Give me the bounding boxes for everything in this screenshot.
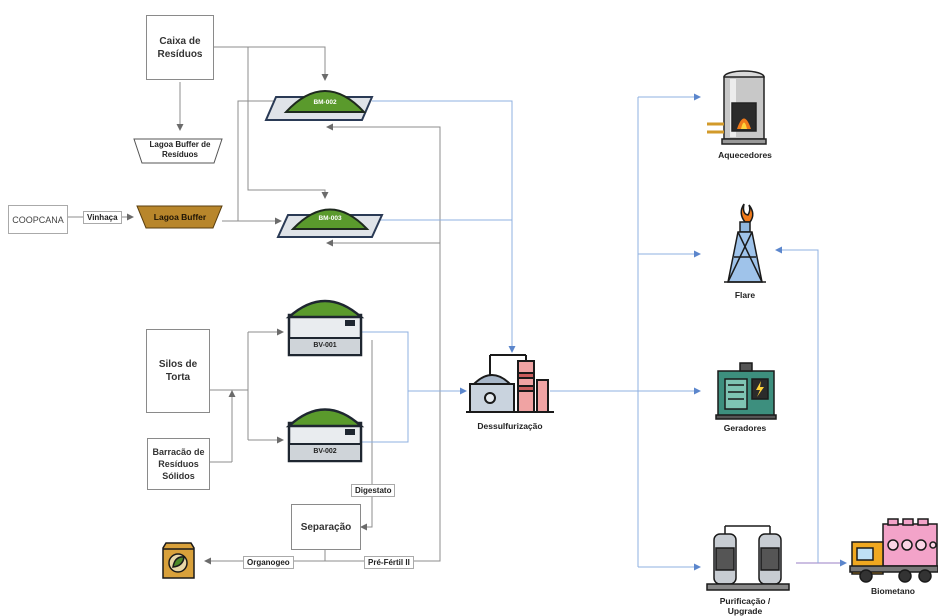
barracao-residuos-solidos-box: Barracão de Resíduos Sólidos: [147, 438, 210, 490]
flare-label: Flare: [734, 290, 756, 300]
lagoa-buffer-shape: [136, 205, 223, 229]
bm-003-label: BM-003: [318, 215, 342, 222]
bv-002-digester-icon: [285, 408, 365, 463]
separacao-box: Separação: [291, 504, 361, 550]
organogeo-sack-icon: [162, 542, 195, 579]
lagoa-buffer-label: Lagoa Buffer: [153, 212, 207, 222]
bv-001-digester-icon: [285, 299, 365, 357]
lagoa-buffer-residuos-shape: [133, 138, 223, 164]
caixa-de-residuos-box: Caixa de Resíduos: [146, 15, 214, 80]
bv-001-label: BV-001: [313, 342, 337, 349]
purificacao-upgrade-icon: [706, 525, 790, 591]
aquecedores-boiler-icon: [707, 70, 767, 145]
biometano-truck-icon: [849, 518, 938, 583]
bv-002-label: BV-002: [313, 448, 337, 455]
aquecedores-label: Aquecedores: [718, 150, 772, 160]
bm-002-label: BM-002: [313, 99, 337, 106]
dessulfurizacao-plant-icon: [466, 354, 554, 413]
pre-fertil-ii-label: Pré-Fértil II: [364, 556, 414, 569]
bm-002-digester-icon: [264, 90, 374, 121]
geradores-generator-icon: [715, 362, 777, 420]
gray-connectors: [66, 46, 441, 565]
geradores-label: Geradores: [723, 423, 767, 433]
coopcana-box: COOPCANA: [8, 205, 68, 234]
purificacao-upgrade-label: Purificação / Upgrade: [719, 596, 771, 616]
digestato-label: Digestato: [351, 484, 396, 497]
lagoa-buffer-residuos-label: Lagoa Buffer de Resíduos: [149, 140, 211, 159]
flare-tower-icon: [724, 203, 766, 283]
dessulfurizacao-label: Dessulfurização: [477, 421, 543, 431]
biogas-connectors: [362, 93, 847, 571]
bm-003-digester-icon: [276, 208, 384, 238]
organogeo-label: Organogeo: [243, 556, 294, 569]
silos-de-torta-box: Silos de Torta: [146, 329, 210, 413]
biometano-label: Biometano: [871, 586, 915, 596]
vinhaca-label: Vinhaça: [83, 211, 122, 224]
